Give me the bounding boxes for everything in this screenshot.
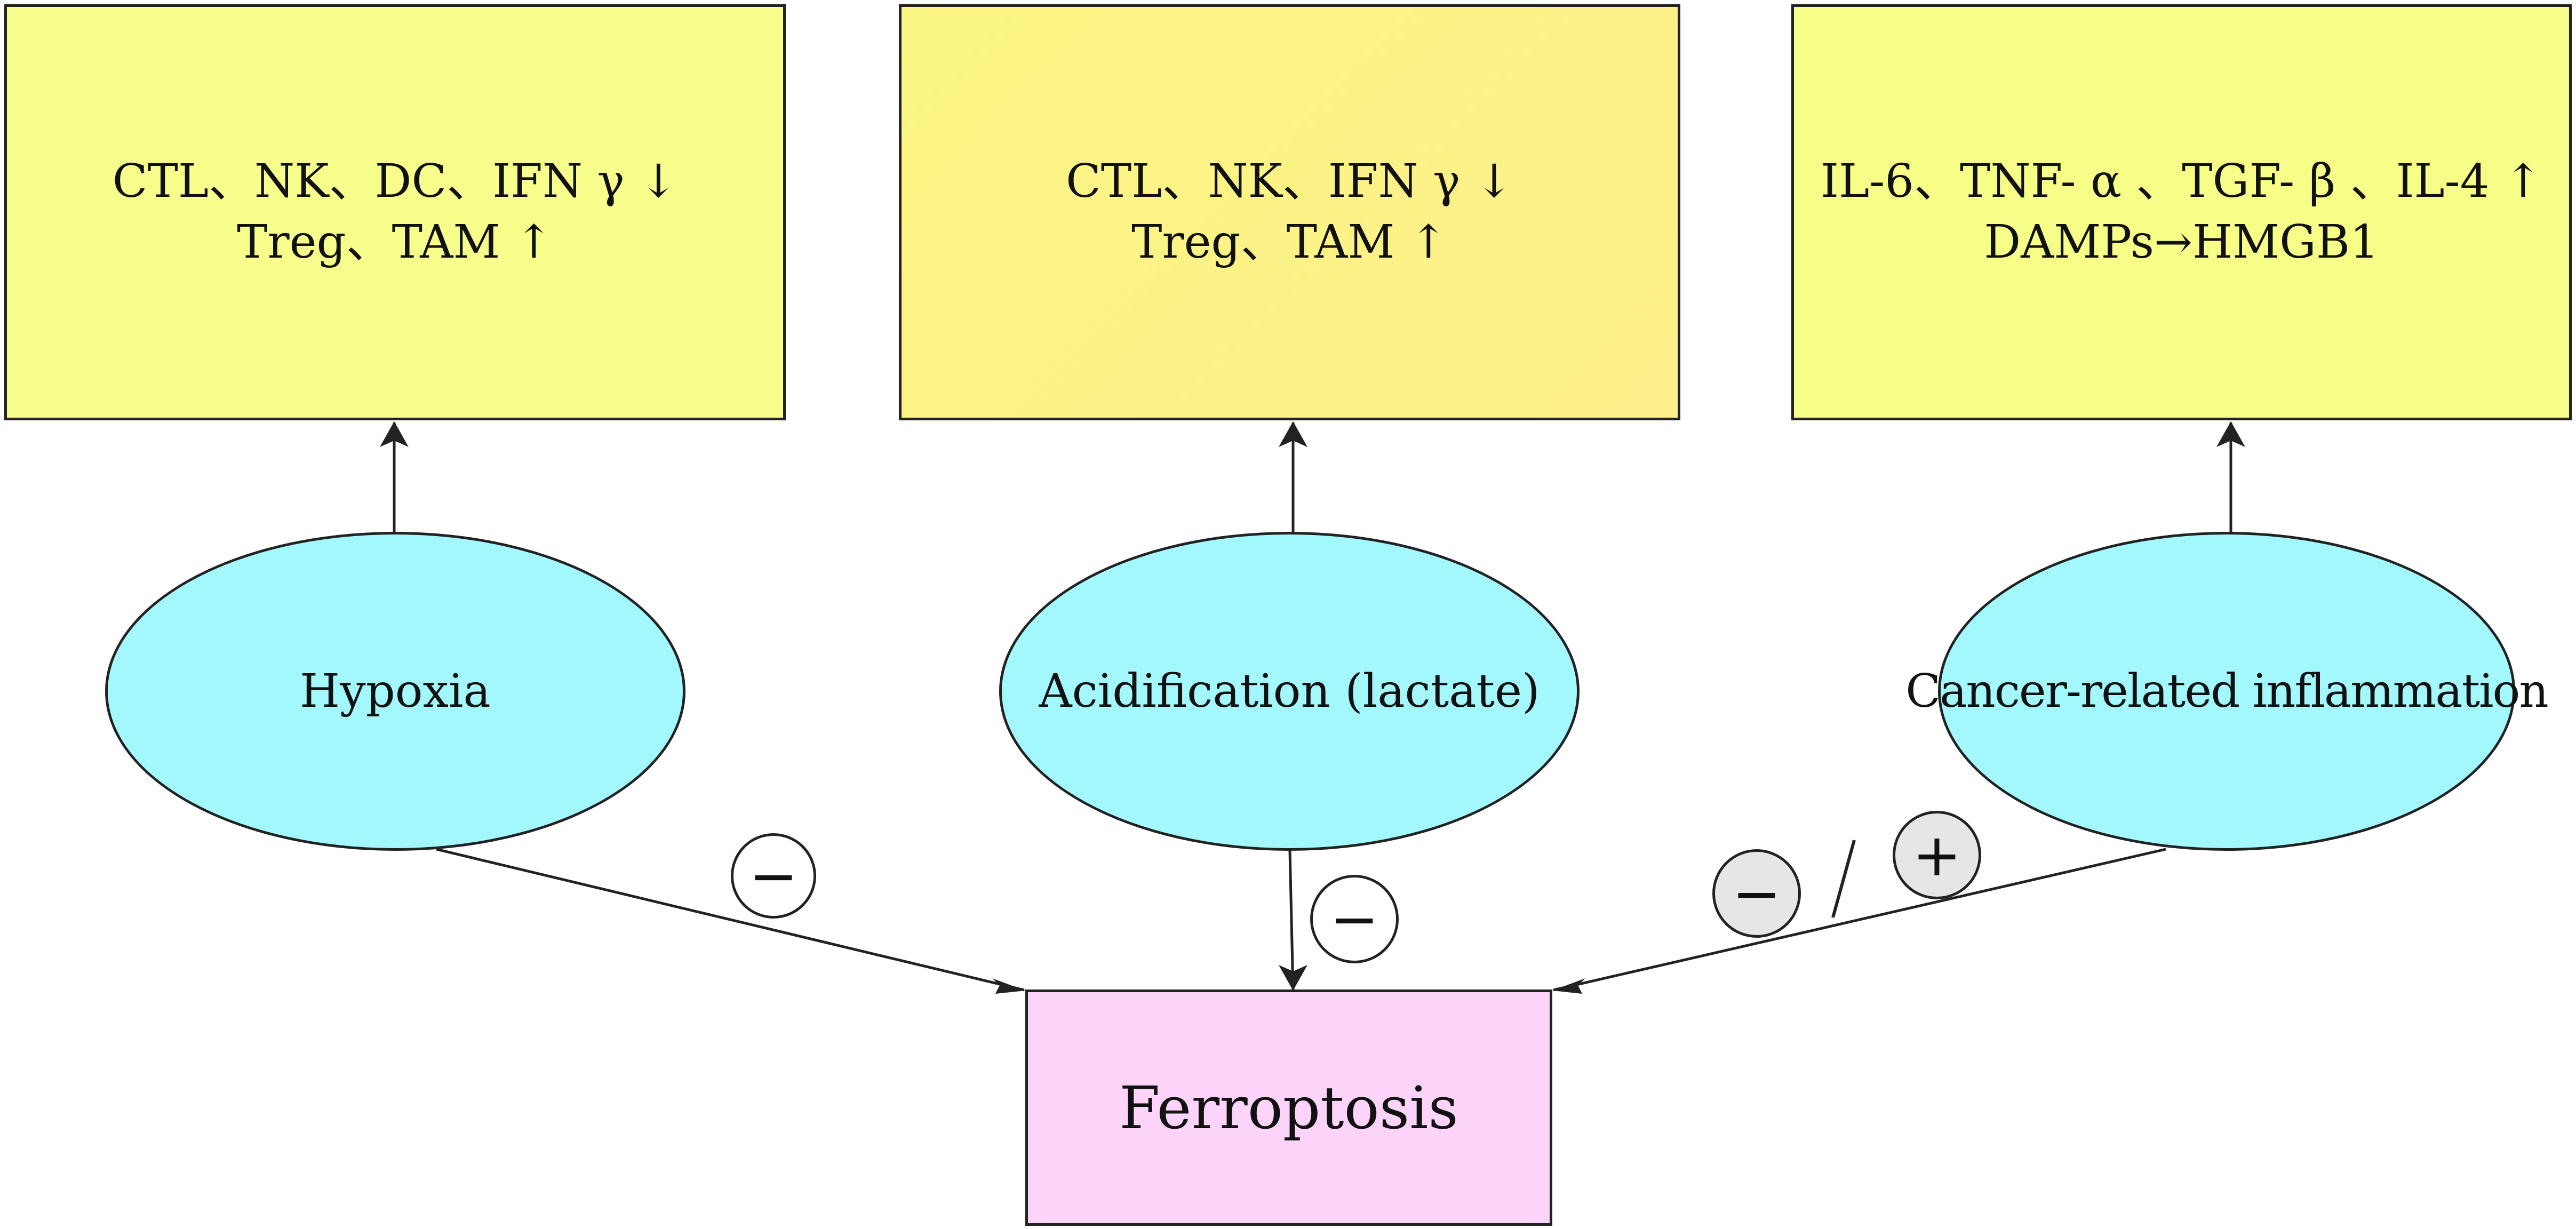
inflammation-effects-line-1: IL-6、TNF- α 、TGF- β 、IL-4 ↑ — [1821, 155, 2542, 209]
ferroptosis-box: Ferroptosis — [1025, 989, 1552, 1226]
minus-badge-acidification: − — [1310, 875, 1399, 963]
arrowhead-hypoxia-to-effects — [380, 421, 409, 447]
acidification-effects-line-2: Treg、TAM ↑ — [1131, 216, 1448, 269]
hypoxia-node: Hypoxia — [105, 532, 685, 851]
hypoxia-label: Hypoxia — [300, 665, 491, 718]
acidification-label: Acidification (lactate) — [1039, 665, 1540, 718]
ferroptosis-label: Ferroptosis — [1119, 1073, 1458, 1142]
hypoxia-effects-line-1: CTL、NK、DC、IFN γ ↓ — [112, 155, 678, 209]
minus-badge-acidification-sign: − — [1329, 885, 1379, 953]
hypoxia-effects-box: CTL、NK、DC、IFN γ ↓ Treg、TAM ↑ — [4, 4, 786, 420]
inflammation-effects-line-2: DAMPs→HMGB1 — [1984, 216, 2379, 269]
inflammation-label: Cancer-related inflammation — [1905, 665, 2548, 718]
arrowhead-acidification-to-effects — [1279, 421, 1307, 447]
arrow-inflammation-to-ferroptosis — [1553, 848, 2166, 992]
minus-badge-hypoxia-sign: − — [748, 842, 799, 910]
acidification-effects-line-1: CTL、NK、IFN γ ↓ — [1066, 155, 1513, 209]
acidification-node: Acidification (lactate) — [999, 532, 1580, 851]
badge-separator-slash — [1831, 840, 1856, 918]
arrowhead-acidification-to-ferroptosis — [1279, 965, 1307, 991]
minus-badge-inflammation-sign: − — [1732, 859, 1782, 928]
inflammation-node: Cancer-related inflammation — [1905, 532, 2549, 851]
arrowhead-hypoxia-to-ferroptosis — [992, 978, 1025, 994]
plus-badge-inflammation: + — [1893, 811, 1981, 899]
inflammation-effects-box: IL-6、TNF- α 、TGF- β 、IL-4 ↑ DAMPs→HMGB1 — [1791, 4, 2572, 420]
hypoxia-effects-line-2: Treg、TAM ↑ — [237, 216, 553, 269]
arrow-acidification-to-ferroptosis — [1288, 850, 1295, 990]
arrowhead-inflammation-to-ferroptosis — [1552, 978, 1585, 994]
plus-badge-inflammation-sign: + — [1912, 821, 1962, 889]
arrow-hypoxia-to-ferroptosis — [436, 848, 1025, 992]
arrowhead-inflammation-to-effects — [2216, 421, 2245, 447]
minus-badge-inflammation: − — [1712, 849, 1801, 938]
acidification-effects-box: CTL、NK、IFN γ ↓ Treg、TAM ↑ — [899, 4, 1680, 420]
minus-badge-hypoxia: − — [731, 833, 816, 919]
